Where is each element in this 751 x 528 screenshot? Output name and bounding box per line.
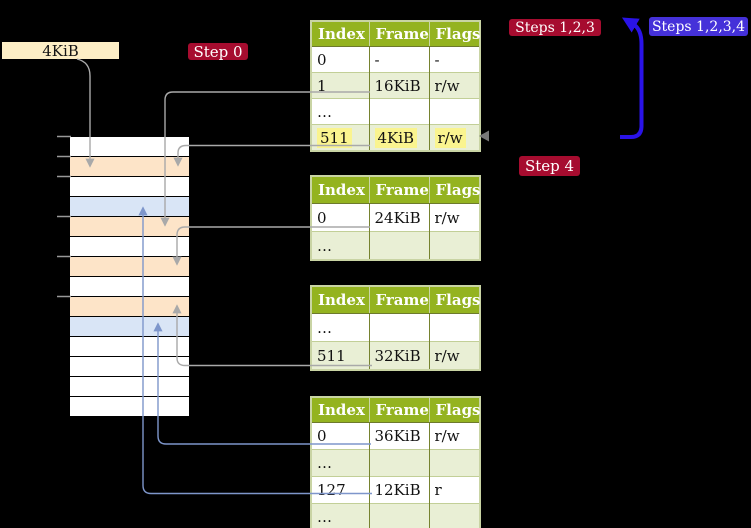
cell-frame [368, 449, 429, 477]
page-table-2: Index Frame Flags 0 24KiB r/w … [310, 175, 481, 261]
cell-index: 0 [312, 422, 369, 450]
cell-frame: 36KiB [368, 422, 429, 450]
page-table-4: Index Frame Flags 0 36KiB r/w … 127 12Ki… [310, 396, 481, 528]
cell-index: 127 [312, 476, 369, 504]
cell-flags: - [428, 46, 479, 73]
cell-frame: 12KiB [368, 476, 429, 504]
table-header-row: Index Frame Flags [312, 287, 481, 314]
table-row: 511 32KiB r/w [312, 341, 479, 369]
table-row: 1 16KiB r/w [312, 72, 479, 99]
cell-index: 511 [312, 124, 369, 150]
cell-flags [428, 231, 479, 259]
memory-tick-marks [57, 135, 71, 298]
memory-frame-row [70, 377, 189, 396]
col-header-frame: Frame [368, 22, 429, 47]
frame-address-text: 4KiB [42, 41, 79, 60]
memory-frame-row [70, 137, 189, 156]
memory-frame-row [70, 237, 189, 256]
memory-frame-row [70, 157, 189, 176]
col-header-frame: Frame [368, 287, 429, 314]
cell-frame: 32KiB [368, 341, 429, 369]
memory-frame-row [70, 317, 189, 336]
cell-index: … [312, 503, 369, 528]
table-header-row: Index Frame Flags [312, 22, 481, 47]
cell-index: 0 [312, 46, 369, 73]
cell-frame: 16KiB [368, 72, 429, 99]
col-header-index: Index [312, 287, 369, 314]
page-table-1: Index Frame Flags 0 - - 1 16KiB r/w … 51… [310, 20, 481, 152]
cell-flags: r/w [428, 422, 479, 450]
table-header-row: Index Frame Flags [312, 398, 481, 423]
col-header-frame: Frame [368, 177, 429, 204]
memory-frame-row [70, 277, 189, 296]
memory-frame-row [70, 297, 189, 316]
table-header-row: Index Frame Flags [312, 177, 481, 204]
cell-flags [428, 98, 479, 125]
memory-frame-row [70, 337, 189, 356]
page-table-3: Index Frame Flags … 511 32KiB r/w [310, 285, 481, 371]
step0-label: Step 0 [188, 42, 248, 61]
cell-frame [368, 313, 429, 342]
col-header-flags: Flags [428, 22, 481, 47]
memory-frame-row [70, 257, 189, 276]
table-row: 0 24KiB r/w [312, 203, 479, 232]
memory-frame-row [70, 357, 189, 376]
cell-index: … [312, 231, 369, 259]
cell-frame [368, 98, 429, 125]
col-header-index: Index [312, 398, 369, 423]
table-row: … [312, 503, 479, 528]
cell-frame: 24KiB [368, 203, 429, 232]
steps1234-text: Steps 1,2,3,4 [651, 18, 746, 35]
cell-flags: r/w [428, 124, 479, 150]
table-row: 0 36KiB r/w [312, 422, 479, 450]
cell-frame: - [368, 46, 429, 73]
cell-index: … [312, 449, 369, 477]
steps-flow-arrow [620, 17, 644, 139]
table-row: 0 - - [312, 46, 479, 73]
step4-label: Step 4 [519, 156, 580, 176]
step4-text: Step 4 [524, 157, 575, 175]
cell-flags [428, 503, 479, 528]
col-header-flags: Flags [428, 398, 481, 423]
cell-index: 1 [312, 72, 369, 99]
cell-frame [368, 503, 429, 528]
steps123-label: Steps 1,2,3 [509, 19, 601, 36]
steps1234-label: Steps 1,2,3,4 [649, 17, 748, 36]
col-header-index: Index [312, 22, 369, 47]
memory-frame-row [70, 217, 189, 236]
cell-frame [368, 231, 429, 259]
cell-index: … [312, 313, 369, 342]
cell-index: 0 [312, 203, 369, 232]
frame-address-label: 4KiB [2, 41, 119, 60]
table-row: … [312, 98, 479, 125]
cell-flags [428, 449, 479, 477]
table-row-highlighted: 511 4KiB r/w [312, 124, 479, 150]
table-row: … [312, 449, 479, 477]
cell-index: … [312, 98, 369, 125]
cell-flags: r/w [428, 72, 479, 99]
col-header-frame: Frame [368, 398, 429, 423]
steps123-text: Steps 1,2,3 [515, 19, 595, 36]
highlighted-value: 511 [317, 127, 352, 148]
highlighted-value: 4KiB [374, 127, 418, 148]
col-header-flags: Flags [428, 177, 481, 204]
highlighted-value: r/w [434, 127, 466, 148]
cell-flags [428, 313, 479, 342]
col-header-flags: Flags [428, 287, 481, 314]
memory-frame-row [70, 177, 189, 196]
step0-text: Step 0 [193, 42, 243, 61]
cell-flags: r/w [428, 341, 479, 369]
cell-frame: 4KiB [368, 124, 429, 150]
cell-flags: r [428, 476, 479, 504]
memory-frame-row [70, 397, 189, 416]
cell-flags: r/w [428, 203, 479, 232]
col-header-index: Index [312, 177, 369, 204]
memory-stack [70, 137, 189, 417]
table-row: … [312, 231, 479, 259]
table-row: 127 12KiB r [312, 476, 479, 504]
memory-frame-row [70, 197, 189, 216]
cell-index: 511 [312, 341, 369, 369]
table-row: … [312, 313, 479, 342]
